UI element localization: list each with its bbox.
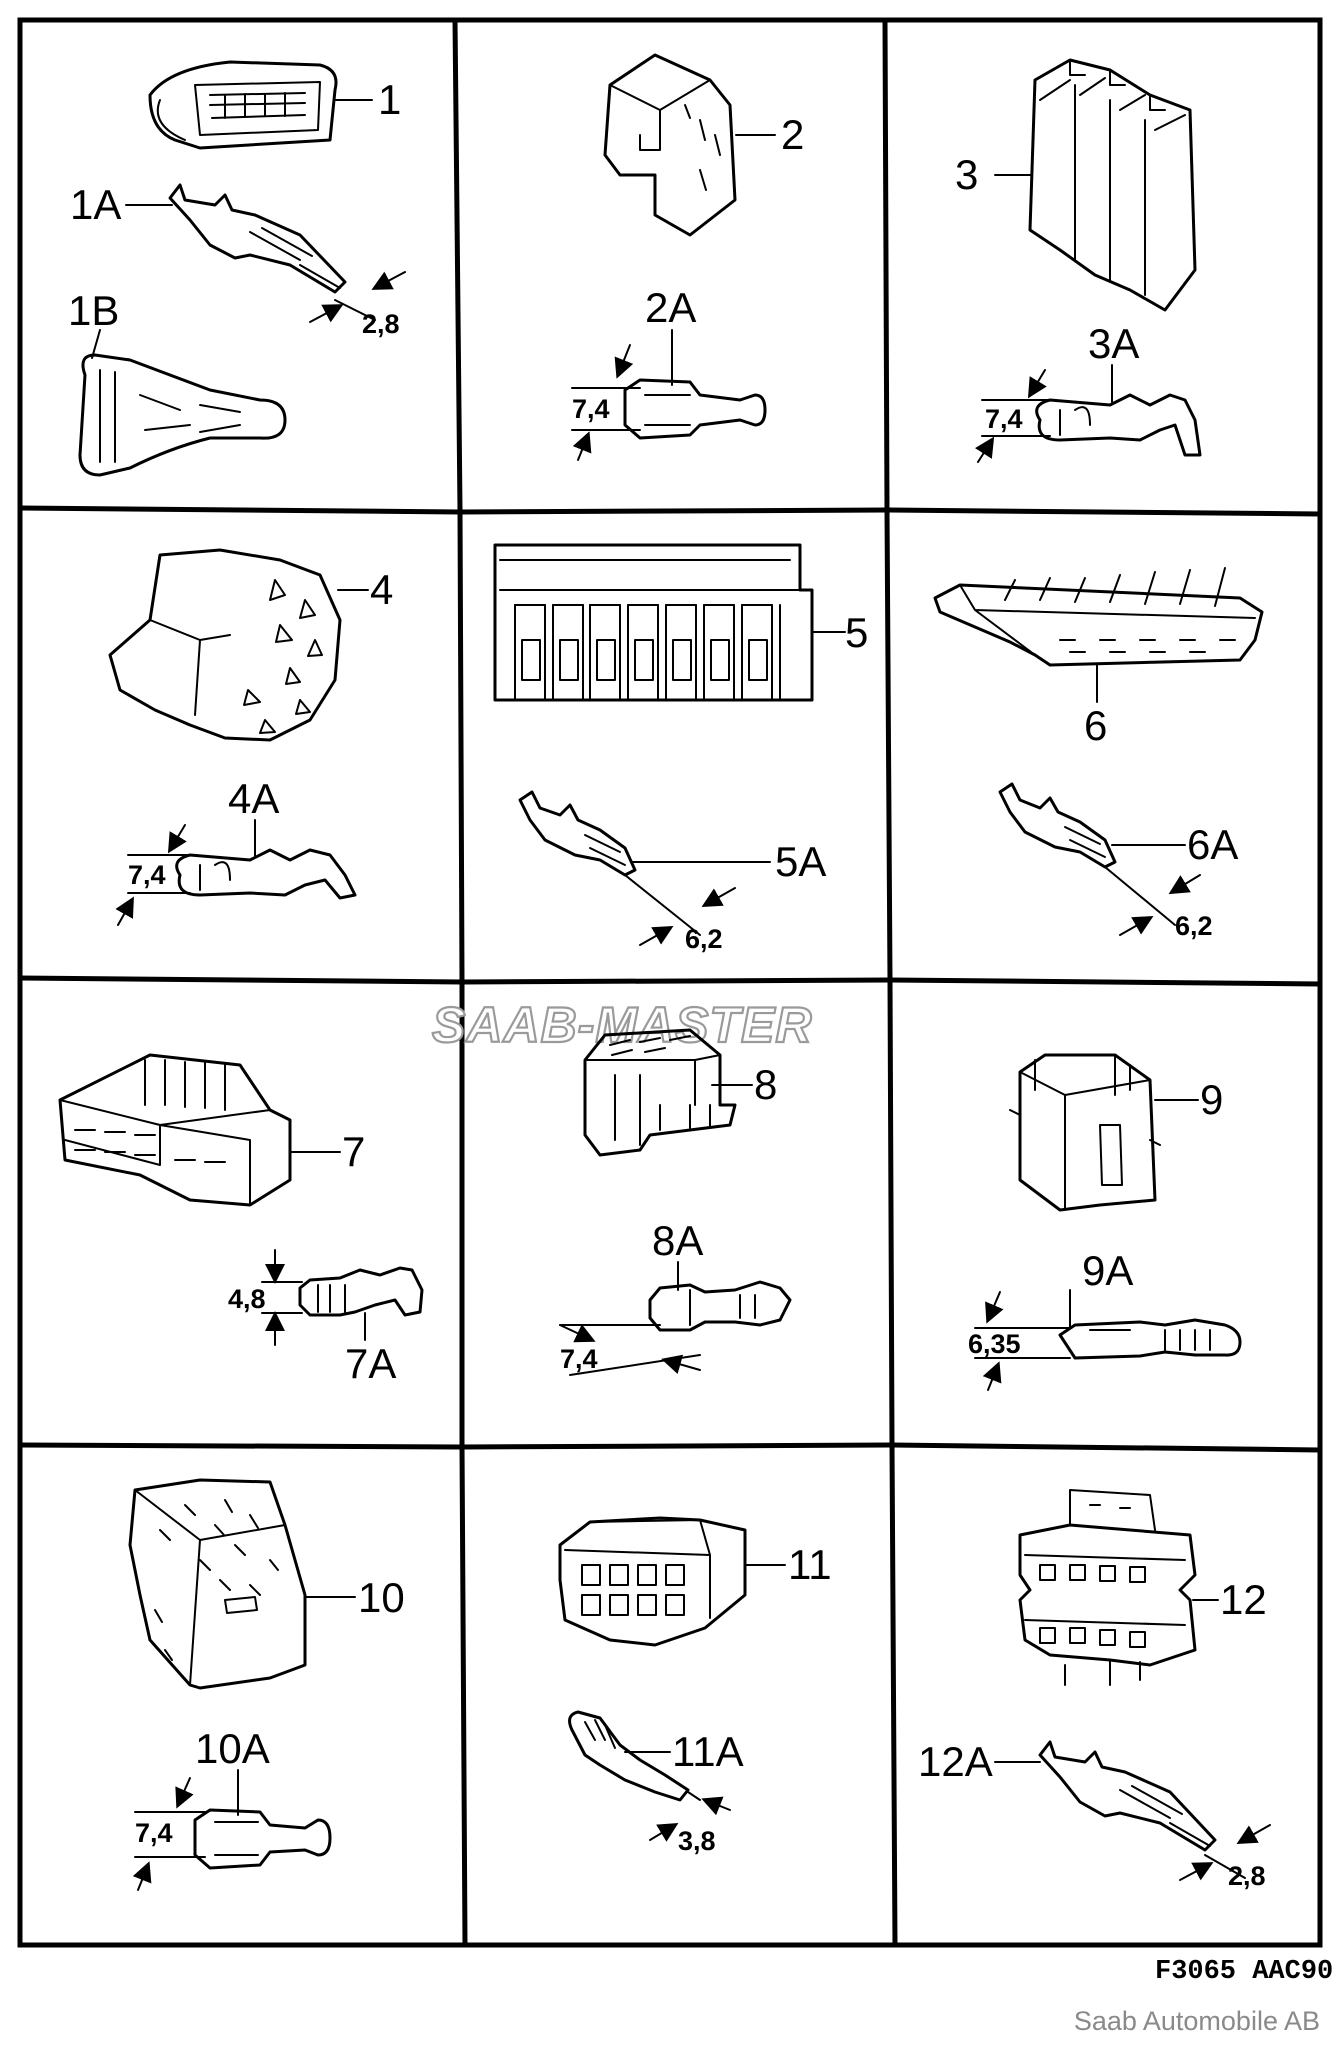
label-8: 8 [754,1061,777,1108]
dim-1a: 2,8 [362,309,400,339]
connector-3-drawing [1028,58,1197,312]
panel-5: 5 5A 6,2 [493,543,868,954]
terminal-3a-drawing [1035,393,1202,457]
grid-line-h3 [19,1442,1321,1453]
label-9: 9 [1200,1076,1223,1123]
label-11a: 11A [672,1728,744,1775]
label-3a: 3A [1088,320,1139,367]
label-2a: 2A [645,284,696,331]
panel-6: 6 6A 6,2 [933,567,1264,941]
label-7a: 7A [345,1340,396,1387]
dim-6a: 6,2 [1175,911,1213,941]
label-2: 2 [781,111,804,158]
terminal-9a-drawing [1058,1318,1242,1360]
connector-9-drawing [1009,1053,1161,1212]
label-9a: 9A [1082,1247,1133,1294]
label-3: 3 [955,151,978,198]
leader-1b [91,329,101,359]
label-6: 6 [1084,702,1107,749]
label-4a: 4A [228,775,279,822]
label-12a: 12A [918,1738,993,1785]
dim-11a: 3,8 [678,1826,716,1856]
label-1: 1 [378,76,401,123]
terminal-2a-drawing [623,378,767,440]
panel-8: 8 8A 7,4 [559,1028,792,1376]
dim-4a: 7,4 [128,860,166,890]
boot-1b-drawing [78,353,287,477]
terminal-6a-drawing [998,782,1117,869]
dim-7a: 4,8 [228,1284,266,1314]
grid-line-h2 [19,975,1321,987]
dim-12a: 2,8 [1228,1861,1266,1891]
dim-10a: 7,4 [135,1818,173,1848]
panel-3: 3 3A 7,4 [955,58,1202,463]
terminal-5a-drawing [518,790,637,877]
panel-9: 9 9A 6,35 [968,1053,1242,1391]
connector-12-drawing [1018,1489,1197,1686]
figure-code: F3065 AAC90 [1155,1957,1333,1987]
connector-4-drawing [108,548,342,742]
terminal-12a-drawing [1038,1740,1217,1852]
label-6a: 6A [1187,821,1238,868]
label-5a: 5A [775,838,826,885]
label-10: 10 [358,1574,405,1621]
label-7: 7 [342,1128,365,1175]
panel-10: 10 10A 7,4 [128,1478,405,1891]
panel-1: 1 1A 2,8 1B [68,60,406,477]
terminal-10a-drawing [193,1808,332,1870]
terminal-11a-drawing [568,1710,690,1802]
grid-line-h1 [19,505,1321,517]
connector-5-drawing [493,543,814,702]
connector-10-drawing [128,1478,307,1690]
connector-1-drawing [148,60,338,150]
dim-5a: 6,2 [685,924,723,954]
panel-2: 2 2A 7,4 [571,53,804,461]
connector-6-drawing [933,567,1264,667]
copyright-notice: Saab Automobile AB [1074,2006,1320,2036]
label-5: 5 [845,609,868,656]
label-11: 11 [788,1541,832,1588]
dim-3a: 7,4 [985,404,1023,434]
dim-8a: 7,4 [560,1344,598,1374]
panel-7: 7 7A 4,8 [58,1053,424,1387]
terminal-4a-drawing [175,848,357,900]
terminal-1a-drawing [168,183,347,294]
label-10a: 10A [195,1725,270,1772]
label-4: 4 [370,566,393,613]
label-8a: 8A [652,1217,703,1264]
label-12: 12 [1220,1576,1267,1623]
panel-11: 11 11A 3,8 [558,1516,832,1856]
connector-8-drawing [583,1028,737,1157]
label-1b: 1B [68,287,119,334]
connector-2-drawing [603,53,737,237]
terminal-7a-drawing [298,1266,424,1317]
panel-grid [17,17,1323,1948]
dim-9a: 6,35 [968,1329,1021,1359]
panel-12: 12 12A 2,8 [918,1489,1271,1891]
dim-2a: 7,4 [572,394,610,424]
connector-7-drawing [58,1053,292,1207]
watermark: SAAB-MASTER [432,997,812,1053]
label-1a: 1A [70,181,121,228]
connector-11-drawing [558,1516,747,1647]
terminal-8a-drawing [648,1280,792,1332]
panel-4: 4 4A 7,4 [108,548,393,926]
